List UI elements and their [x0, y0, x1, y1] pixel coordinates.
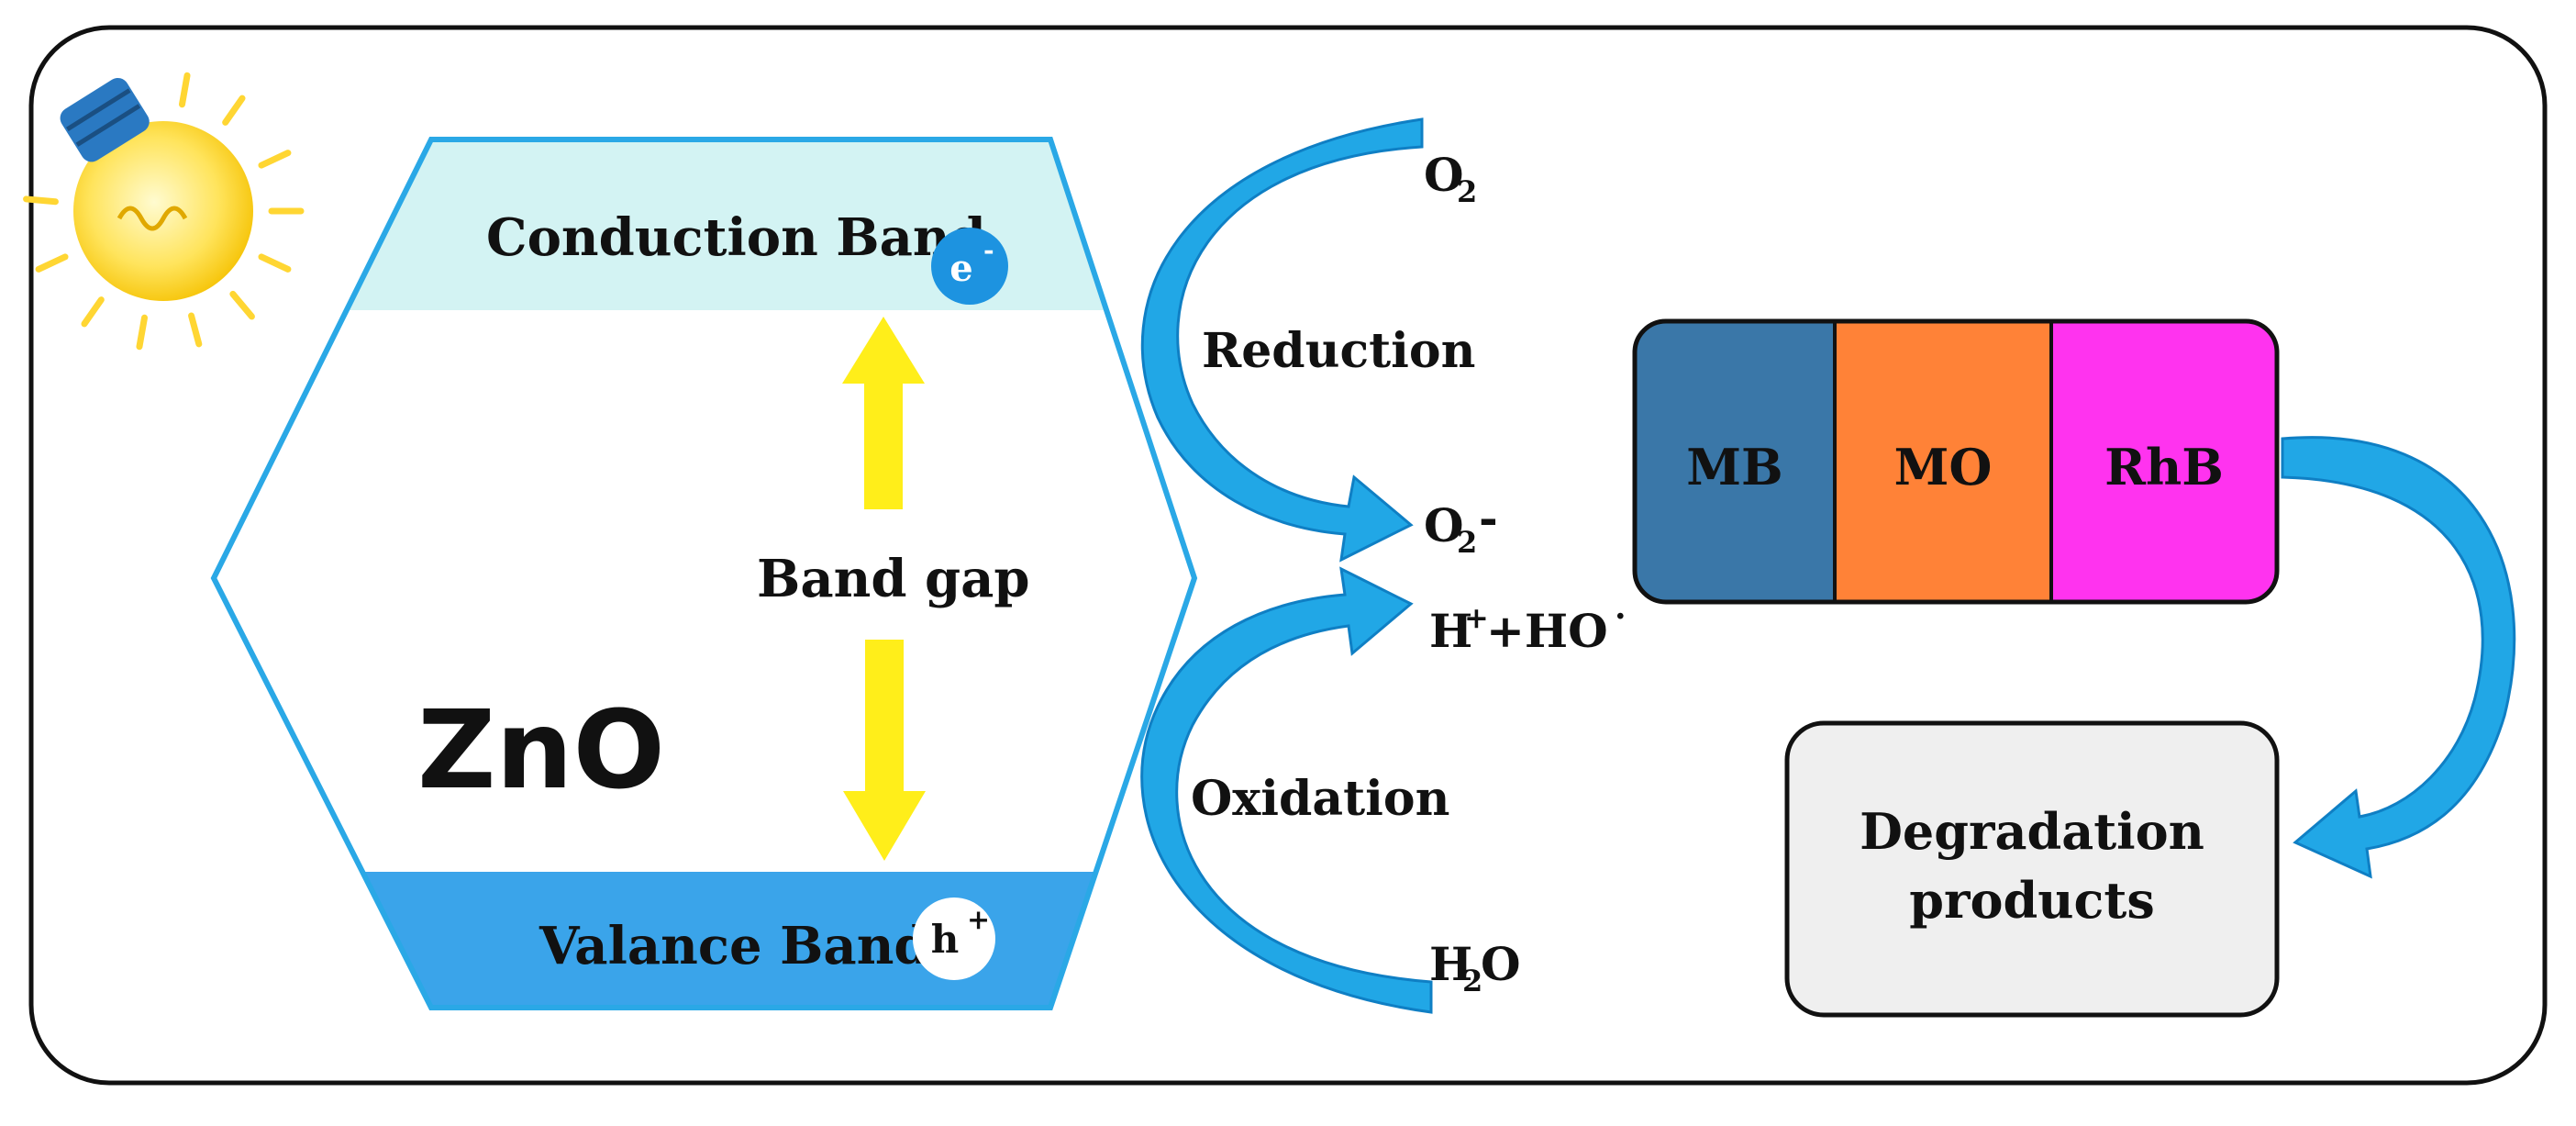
reduction-label: Reduction — [1202, 323, 1475, 379]
dye-mb-label: MB — [1686, 438, 1782, 496]
proton-charge: + — [1464, 600, 1489, 635]
valence-band-label: Valance Band — [539, 916, 930, 976]
dye-mo-cell — [1835, 321, 2051, 602]
hole-symbol: h — [931, 917, 960, 962]
bulb-glass — [73, 121, 253, 301]
band-gap-arrow-down — [843, 640, 926, 861]
bulb-ray — [222, 95, 246, 126]
oxidation-arrow — [1140, 566, 1433, 1014]
bulb-ray — [229, 290, 255, 320]
hole-charge: + — [967, 904, 990, 936]
hydroxyl-label: H + +HO · — [1429, 597, 1627, 658]
bulb-ray — [188, 312, 203, 348]
superoxide-symbol: O — [1424, 498, 1464, 552]
dye-bar: MB MO RhB — [1632, 318, 2280, 605]
water-subscript: 2 — [1462, 964, 1482, 998]
hydroxyl-radical: +HO — [1486, 604, 1608, 658]
degradation-products-box: Degradation products — [1784, 720, 2280, 1018]
band-gap-arrow-up — [842, 317, 925, 509]
oxygen-label: O 2 — [1424, 148, 1477, 209]
reduction-arrow — [1140, 117, 1424, 563]
bulb-ray — [258, 253, 292, 273]
bulb-ray — [178, 72, 191, 108]
degradation-line-1: Degradation — [1860, 802, 2204, 861]
bulb-base — [60, 77, 150, 162]
conduction-band-label: Conduction Band — [486, 207, 986, 268]
electron-symbol: e — [949, 247, 972, 290]
water-label: H 2 O — [1429, 937, 1521, 998]
band-gap-arrows — [842, 317, 926, 861]
degradation-arrow — [2281, 436, 2516, 879]
band-gap-label: Band gap — [757, 549, 1030, 609]
superoxide-charge: - — [1479, 491, 1498, 545]
dye-rhb-cell — [2051, 321, 2277, 602]
superoxide-subscript: 2 — [1457, 525, 1477, 560]
electron-badge: e - — [931, 228, 1008, 305]
dye-mb-cell — [1635, 321, 1835, 602]
bulb-ray — [23, 195, 59, 206]
bulb-ray — [81, 296, 105, 328]
zno-label: ZnO — [417, 686, 665, 813]
superoxide-label: O 2 - — [1424, 491, 1498, 560]
bulb-ray — [136, 314, 149, 351]
oxygen-subscript: 2 — [1457, 174, 1477, 209]
light-bulb-icon — [23, 72, 305, 351]
radical-dot: · — [1615, 597, 1627, 636]
hole-badge: h + — [913, 897, 995, 980]
degradation-line-2: products — [1909, 871, 2154, 930]
dye-mo-label: MO — [1894, 438, 1993, 496]
oxygen-symbol: O — [1424, 148, 1464, 202]
bulb-filament — [117, 206, 188, 231]
oxidation-label: Oxidation — [1191, 771, 1449, 827]
water-o: O — [1481, 937, 1521, 991]
bulb-ray — [35, 253, 69, 273]
water-h: H — [1429, 937, 1472, 991]
electron-charge: - — [983, 235, 994, 265]
proton-symbol: H — [1429, 604, 1472, 658]
dye-rhb-label: RhB — [2104, 438, 2224, 496]
hexagon-border — [210, 137, 1198, 1010]
bulb-ray — [258, 150, 292, 169]
